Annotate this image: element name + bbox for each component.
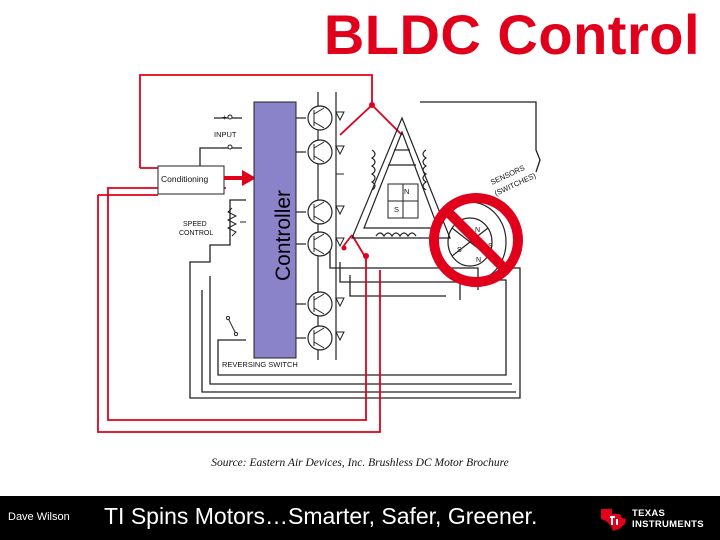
logo-text-instruments: INSTRUMENTS: [632, 519, 704, 530]
controller-block: [253, 101, 297, 359]
texas-instruments-logo: TEXAS INSTRUMENTS: [598, 505, 716, 533]
rotor-pole-s: S: [394, 205, 399, 214]
node-dot-left: [341, 245, 347, 251]
footer-bar: Dave Wilson TI Spins Motors…Smarter, Saf…: [0, 496, 720, 540]
diodes: [335, 111, 345, 342]
transistor-symbols: [313, 107, 325, 349]
transistor-bridge: [296, 92, 337, 360]
transistors: [307, 105, 333, 351]
motor-stator: [351, 116, 451, 239]
black-wiring: [189, 101, 541, 399]
disk-pole-n-bottom: N: [476, 257, 481, 264]
speed-control-label-2: CONTROL: [179, 230, 213, 237]
author-name: Dave Wilson: [8, 511, 70, 523]
motor-rotor: [387, 183, 419, 219]
prohibition-sign: [429, 193, 523, 287]
stator-coils: [370, 149, 428, 238]
disk-pole-s-right: S: [488, 243, 493, 250]
disk-pole-s-left: S: [457, 247, 462, 254]
bldc-schematic: Conditioning + - INPUT SPEED CONTROL REV…: [97, 74, 541, 433]
reversing-switch: [225, 315, 239, 337]
controller-label: Controller: [272, 190, 295, 281]
texas-state-icon: [601, 509, 626, 531]
reversing-switch-label: REVERSING SWITCH: [222, 360, 298, 369]
speed-control-resistor: [226, 207, 238, 237]
input-plus-terminal: [227, 114, 233, 120]
page-title: BLDC Control: [323, 3, 700, 66]
disk-pole-n-top: N: [475, 227, 480, 234]
red-wiring: [97, 74, 403, 433]
input-label: INPUT: [214, 130, 237, 139]
node-dot-top: [369, 102, 375, 108]
rotor-pole-n: N: [404, 187, 409, 196]
speed-control-label-1: SPEED: [183, 221, 207, 228]
input-minus: -: [222, 143, 225, 152]
input-minus-terminal: [227, 144, 233, 150]
input-plus: +: [222, 113, 227, 122]
footer-tagline: TI Spins Motors…Smarter, Safer, Greener.: [104, 503, 538, 529]
conditioning-arrow: [224, 170, 256, 186]
node-dot-mid: [363, 253, 369, 259]
logo-text-texas: TEXAS: [632, 508, 666, 519]
source-citation: Source: Eastern Air Devices, Inc. Brushl…: [211, 457, 509, 469]
conditioning-label: Conditioning: [161, 174, 209, 184]
